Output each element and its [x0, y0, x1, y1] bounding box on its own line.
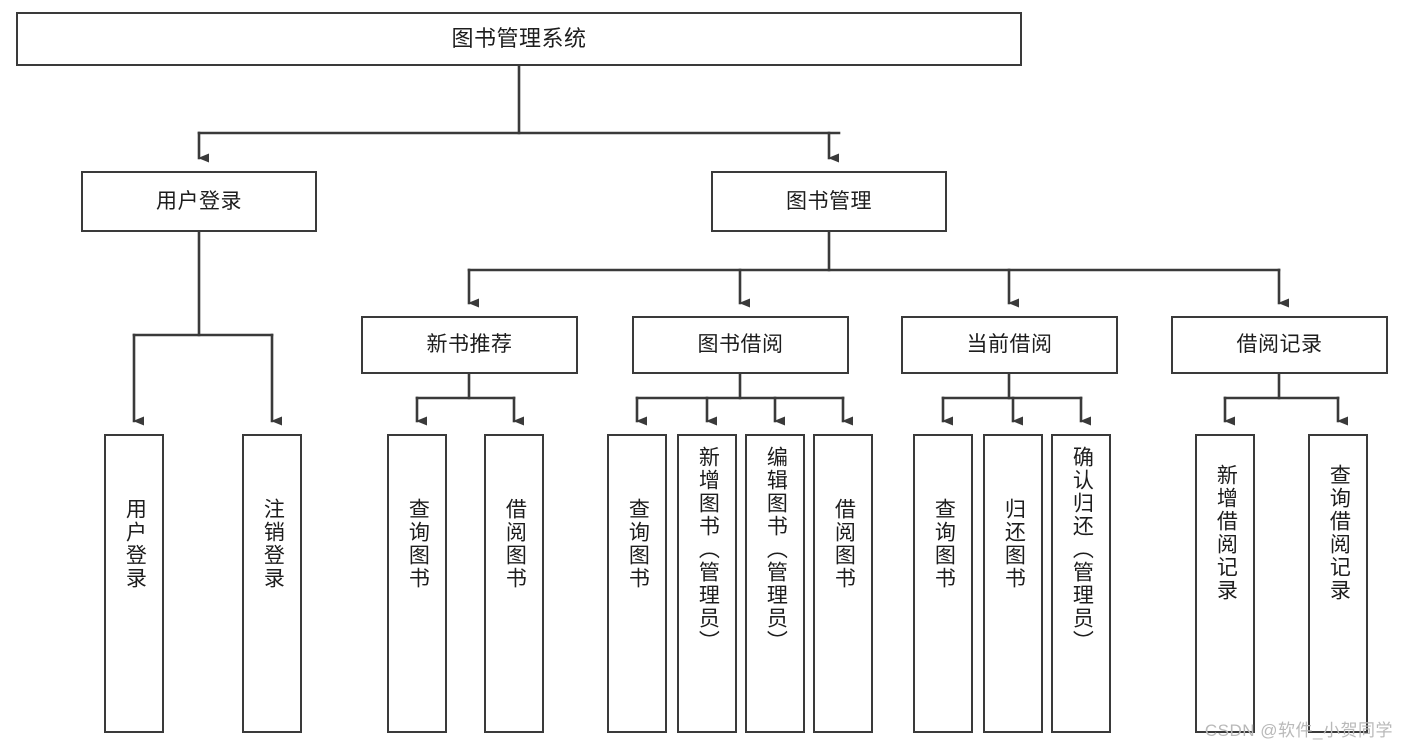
node-borrow-records-label: 借阅记录 — [1236, 333, 1323, 357]
node-user-login[interactable]: 用户登录 — [81, 171, 317, 232]
node-book-management-label: 图书管理 — [786, 189, 872, 213]
node-root-system[interactable]: 图书管理系统 — [16, 12, 1022, 66]
leaf-node[interactable]: 归还图书 — [983, 434, 1043, 733]
node-root-label: 图书管理系统 — [451, 25, 587, 51]
leaf-node[interactable]: 注销登录 — [242, 434, 302, 733]
node-book-borrow[interactable]: 图书借阅 — [632, 316, 849, 374]
node-new-book-recommend[interactable]: 新书推荐 — [361, 316, 578, 374]
leaf-node[interactable]: 查询借阅记录 — [1308, 434, 1368, 733]
leaf-node-label: 归还图书 — [1002, 498, 1026, 590]
leaf-node-label: 借阅图书 — [832, 498, 856, 590]
leaf-node-label: 新增借阅记录 — [1214, 464, 1238, 602]
leaf-node-label: 注销登录 — [261, 498, 285, 590]
leaf-node-label: 编辑图书（管理员） — [764, 446, 788, 653]
node-user-login-label: 用户登录 — [156, 189, 242, 213]
node-book-borrow-label: 图书借阅 — [697, 333, 784, 357]
watermark-text: CSDN @软件_小贺同学 — [1204, 721, 1393, 740]
leaf-node[interactable]: 借阅图书 — [813, 434, 873, 733]
leaf-node-label: 新增图书（管理员） — [696, 446, 720, 653]
node-borrow-records[interactable]: 借阅记录 — [1171, 316, 1388, 374]
leaf-node[interactable]: 查询图书 — [387, 434, 447, 733]
leaf-node[interactable]: 用户登录 — [104, 434, 164, 733]
node-new-book-recommend-label: 新书推荐 — [426, 333, 513, 357]
node-current-borrow-label: 当前借阅 — [966, 333, 1053, 357]
leaf-node-label: 借阅图书 — [503, 498, 527, 590]
leaf-node-label: 查询借阅记录 — [1327, 464, 1351, 602]
leaf-node-label: 确认归还（管理员） — [1070, 446, 1094, 653]
leaf-node[interactable]: 新增图书（管理员） — [677, 434, 737, 733]
leaf-node-label: 查询图书 — [626, 498, 650, 590]
leaf-node[interactable]: 确认归还（管理员） — [1051, 434, 1111, 733]
node-book-management[interactable]: 图书管理 — [711, 171, 947, 232]
node-current-borrow[interactable]: 当前借阅 — [901, 316, 1118, 374]
leaf-node[interactable]: 查询图书 — [913, 434, 973, 733]
leaf-node-label: 查询图书 — [932, 498, 956, 590]
leaf-node[interactable]: 借阅图书 — [484, 434, 544, 733]
leaf-node-label: 用户登录 — [123, 498, 147, 590]
leaf-node[interactable]: 新增借阅记录 — [1195, 434, 1255, 733]
leaf-node-label: 查询图书 — [406, 498, 430, 590]
leaf-node[interactable]: 查询图书 — [607, 434, 667, 733]
leaf-node[interactable]: 编辑图书（管理员） — [745, 434, 805, 733]
